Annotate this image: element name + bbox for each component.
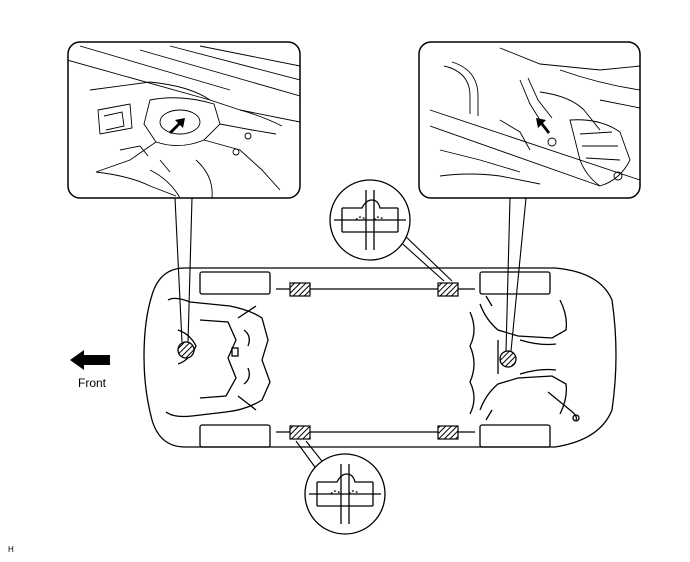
zoom-circle-bottom bbox=[304, 453, 386, 535]
pointer-arrow-front bbox=[169, 118, 185, 134]
zoom-circle-top bbox=[329, 179, 411, 261]
wheel-front-right bbox=[199, 424, 271, 448]
wheel-front-left bbox=[199, 271, 271, 295]
detail-inset-front bbox=[67, 41, 301, 199]
wheel-rear-left bbox=[479, 271, 551, 295]
support-block-rear-left bbox=[437, 282, 459, 297]
support-points bbox=[289, 282, 459, 440]
lift-point-rear bbox=[499, 350, 517, 368]
wheel-rear-right bbox=[479, 424, 551, 448]
support-block-front-left bbox=[289, 282, 311, 297]
pointer-arrow-rear bbox=[536, 118, 550, 134]
lift-point-front bbox=[177, 341, 195, 359]
support-block-front-right bbox=[289, 425, 311, 440]
vehicle-underbody bbox=[143, 267, 617, 448]
support-block-rear-right bbox=[437, 425, 459, 440]
detail-inset-rear bbox=[418, 41, 641, 199]
corner-mark: H bbox=[8, 545, 14, 554]
arrow-left-icon bbox=[70, 350, 110, 370]
body-outline bbox=[143, 267, 617, 448]
lift-points bbox=[177, 341, 517, 368]
front-label: Front bbox=[78, 376, 107, 390]
